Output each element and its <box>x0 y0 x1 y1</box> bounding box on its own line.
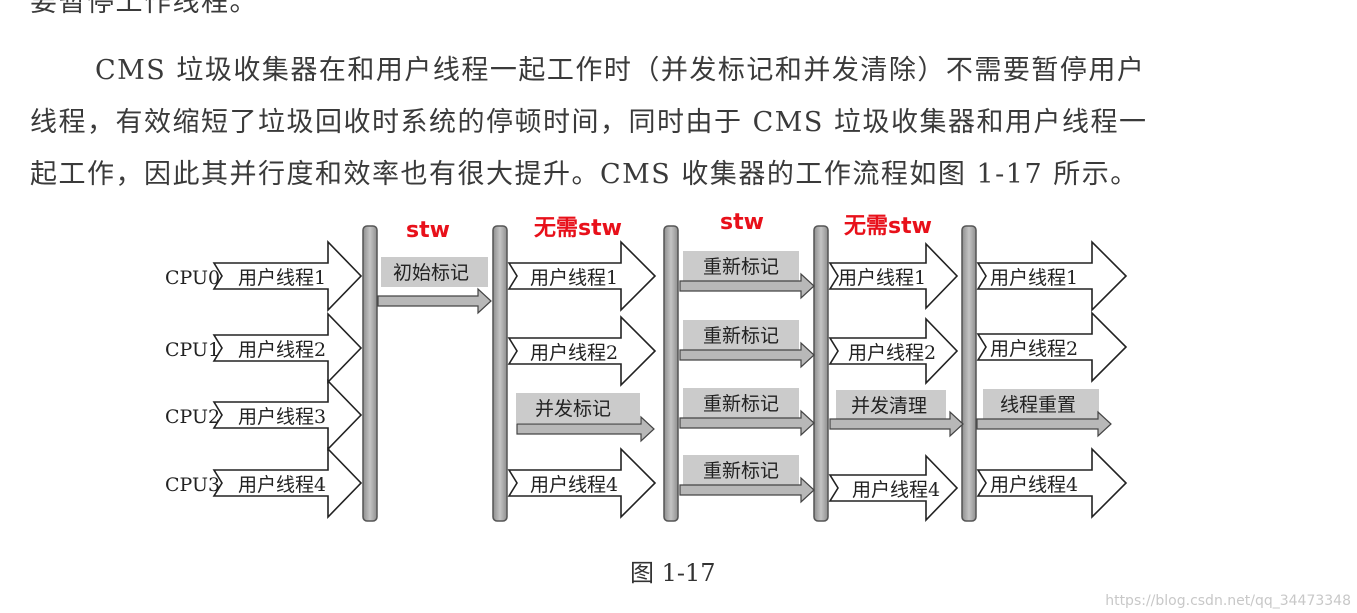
gc-label-remark: 重新标记 <box>703 460 779 482</box>
figure-caption: 图 1-17 <box>630 559 716 587</box>
paragraph-line-2: 线程，有效缩短了垃圾回收时系统的停顿时间，同时由于 CMS 垃圾收集器和用户线程… <box>30 107 1148 138</box>
annotation-stw-1: stw <box>406 218 450 243</box>
user-thread-arrow <box>828 242 959 310</box>
user-thread-arrow <box>828 454 959 522</box>
annotation-stw-2: stw <box>720 210 764 235</box>
user-thread-arrow <box>507 240 657 312</box>
gc-label-bg <box>983 389 1099 419</box>
gc-thread-arrow <box>516 415 655 443</box>
gc-label-bg <box>836 390 946 420</box>
user-thread-label: 用户线程1 <box>238 267 326 289</box>
gc-thread-arrow <box>829 410 964 438</box>
annotation-no-stw-2: 无需stw <box>844 214 932 239</box>
gc-label-concurrent-sweep: 并发清理 <box>851 395 927 417</box>
user-thread-label: 用户线程1 <box>838 267 926 289</box>
user-thread-label: 用户线程2 <box>530 342 618 364</box>
gc-thread-arrow <box>679 409 815 437</box>
gc-label-thread-reset: 线程重置 <box>1000 394 1076 416</box>
user-thread-label: 用户线程2 <box>990 338 1078 360</box>
cpu-label: CPU3 <box>165 474 220 496</box>
gc-label-initial-mark: 初始标记 <box>393 262 469 284</box>
gc-label-bg <box>381 257 488 287</box>
gc-thread-arrow <box>679 476 815 504</box>
gc-label-bg <box>683 455 799 485</box>
user-thread-label: 用户线程2 <box>238 339 326 361</box>
pause-bar-3 <box>663 225 679 522</box>
user-thread-arrow <box>212 240 363 312</box>
user-thread-label: 用户线程4 <box>238 474 326 496</box>
user-thread-arrow <box>212 447 363 519</box>
gc-label-bg <box>683 388 799 418</box>
pause-bar-2 <box>492 225 508 522</box>
pause-bar-5 <box>961 225 977 522</box>
gc-thread-arrow <box>377 287 492 315</box>
annotation-no-stw-1: 无需stw <box>534 216 622 241</box>
paragraph-line-0: 要暂停工作线程。 <box>30 0 258 18</box>
gc-label-remark: 重新标记 <box>703 256 779 278</box>
user-thread-label: 用户线程2 <box>848 342 936 364</box>
gc-label-bg <box>683 251 799 281</box>
user-thread-arrow <box>976 447 1128 519</box>
gc-label-bg <box>683 320 799 350</box>
pause-bar-1 <box>362 225 378 522</box>
user-thread-label: 用户线程3 <box>238 406 326 428</box>
user-thread-arrow <box>507 315 657 387</box>
gc-thread-arrow <box>976 410 1112 438</box>
watermark: https://blog.csdn.net/qq_34473348 <box>1105 593 1351 609</box>
user-thread-arrow <box>976 240 1128 312</box>
user-thread-arrow <box>976 311 1128 383</box>
user-thread-arrow <box>828 317 959 385</box>
cpu-label: CPU1 <box>165 339 220 361</box>
user-thread-label: 用户线程1 <box>990 267 1078 289</box>
gc-label-remark: 重新标记 <box>703 393 779 415</box>
user-thread-label: 用户线程1 <box>530 267 618 289</box>
gc-label-bg <box>516 393 640 423</box>
paragraph-line-3: 起工作，因此其并行度和效率也有很大提升。CMS 收集器的工作流程如图 1-17 … <box>30 159 1139 190</box>
pause-bar-4 <box>813 225 829 522</box>
gc-thread-arrow <box>679 341 815 369</box>
paragraph-line-1: CMS 垃圾收集器在和用户线程一起工作时（并发标记和并发清除）不需要暂停用户 <box>95 55 1146 86</box>
gc-label-remark: 重新标记 <box>703 325 779 347</box>
user-thread-label: 用户线程4 <box>852 479 940 501</box>
gc-thread-arrow <box>679 272 815 300</box>
cpu-label: CPU2 <box>165 406 220 428</box>
user-thread-label: 用户线程4 <box>990 474 1078 496</box>
gc-label-concurrent-mark: 并发标记 <box>535 398 611 420</box>
user-thread-arrow <box>507 447 657 519</box>
user-thread-label: 用户线程4 <box>530 474 618 496</box>
cpu-label: CPU0 <box>165 267 220 289</box>
